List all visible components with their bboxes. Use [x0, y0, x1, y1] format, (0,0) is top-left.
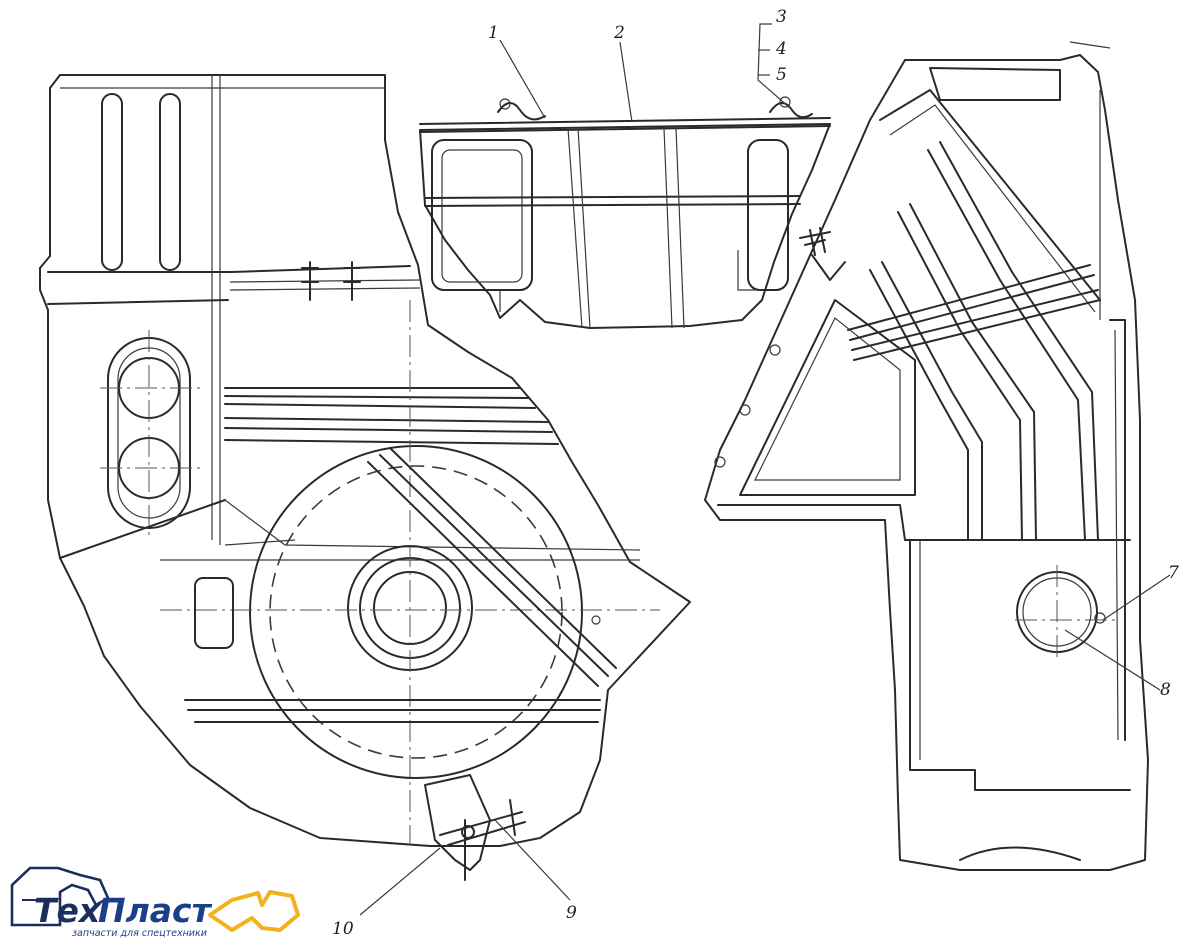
brand-logo: Тех Пласт запчасти для спецтехники: [10, 866, 300, 939]
leader-8: [1064, 629, 1161, 691]
leader-2: [619, 41, 633, 123]
callout-8: 8: [1160, 680, 1171, 700]
mounting-tab: [194, 577, 234, 649]
seal-clip-icon: [497, 96, 813, 121]
callout-7: 7: [1168, 563, 1179, 583]
callout-9: 9: [566, 903, 577, 923]
callout-1: 1: [488, 23, 499, 43]
top-section-view: [419, 96, 831, 329]
leader-10: [359, 847, 441, 916]
fan-volute: [249, 445, 583, 779]
callout-4: 4: [775, 39, 787, 59]
channel-right: [747, 139, 789, 291]
channel-left: [431, 139, 533, 291]
leader-7: [1102, 574, 1171, 621]
loader-arm-icon: [208, 890, 300, 932]
excavator-icon: [10, 866, 110, 927]
stiffening-ribs: [224, 387, 559, 445]
logo-name-part1: Тех: [34, 891, 102, 930]
leader-3-5: [757, 23, 791, 109]
section-outline: [419, 123, 831, 329]
drain-bracket: [424, 774, 526, 881]
callout-10: 10: [332, 919, 354, 939]
clip-icon: [714, 227, 831, 468]
right-housing-view: [704, 54, 1149, 871]
callout-3: 3: [776, 7, 787, 27]
logo-name-part2: Пласт: [98, 891, 213, 930]
fan-volute-inner: [269, 465, 563, 759]
left-housing-outline: [39, 74, 691, 847]
slot: [101, 93, 123, 271]
leader-1: [499, 39, 546, 119]
callout-5: 5: [776, 65, 787, 85]
bolt-icon: [301, 261, 361, 301]
duct-ribs: [869, 141, 1099, 541]
slot: [159, 93, 181, 271]
leader-lines: [359, 23, 1171, 916]
leader-9: [494, 819, 571, 901]
logo-tagline: запчасти для спецтехники: [72, 928, 207, 939]
callouts: 1 2 3 4 5 7 8 9 10: [332, 7, 1179, 939]
left-housing-view: [39, 74, 691, 881]
callout-2: 2: [613, 23, 625, 43]
